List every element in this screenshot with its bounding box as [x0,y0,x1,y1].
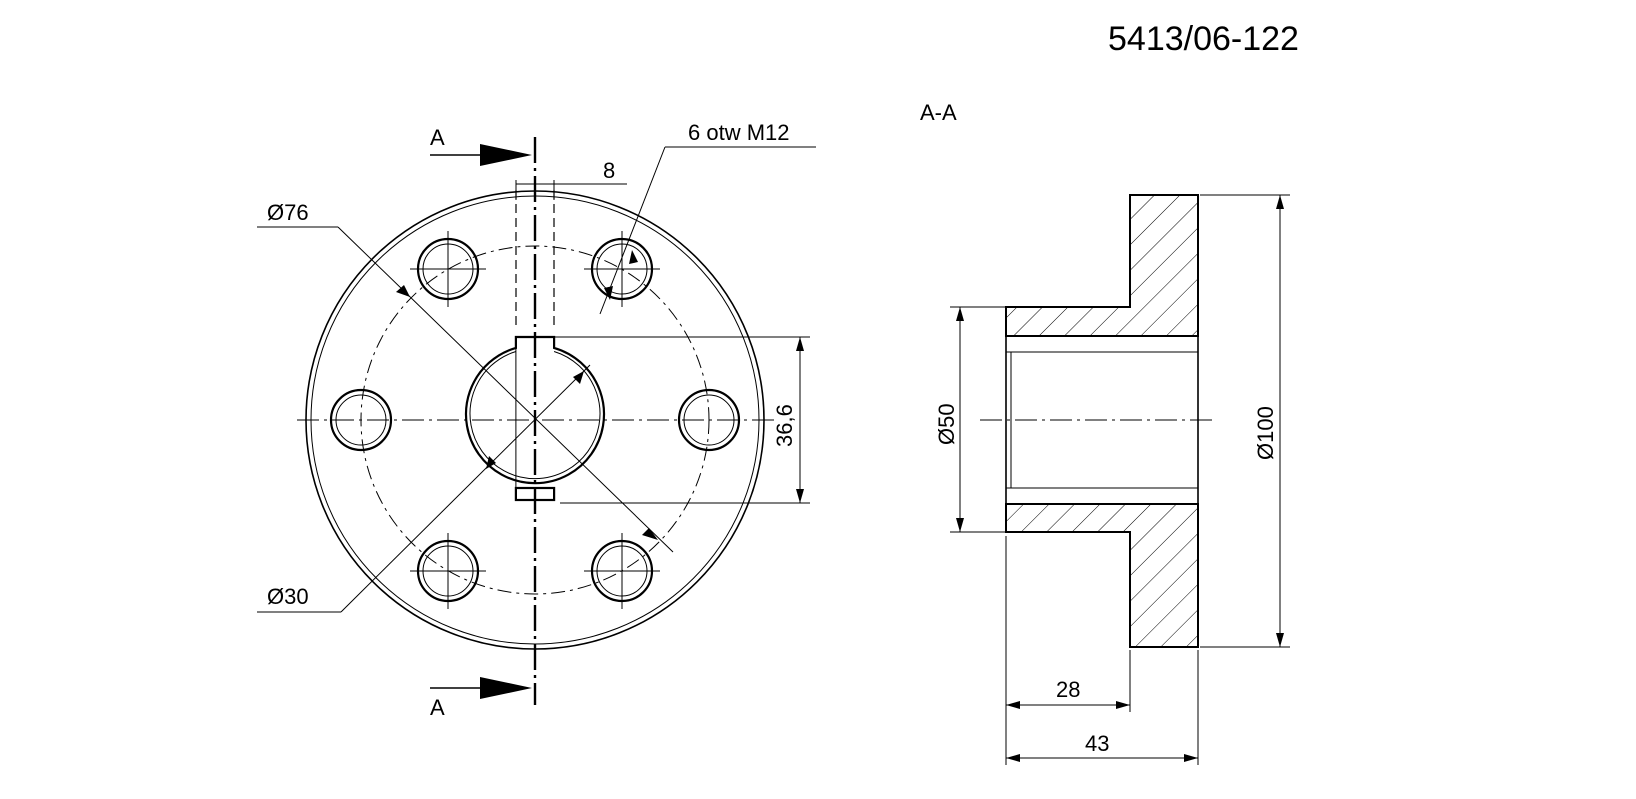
bolt-hole [329,388,393,452]
dim-key-height: 36,6 [555,336,810,504]
dim-flange-dia: Ø100 [1200,194,1290,648]
bolt-holes [329,231,741,609]
bolt-hole [410,231,486,307]
section-view: Ø50 Ø100 28 43 [934,194,1290,765]
dim-hub-dia: Ø50 [934,306,1006,533]
bolt-hole [410,533,486,609]
svg-text:Ø76: Ø76 [267,200,309,225]
svg-text:28: 28 [1056,677,1080,702]
front-view: A A 8 36,6 Ø76 [257,120,816,720]
svg-text:Ø50: Ø50 [934,403,959,445]
bolt-hole [584,231,660,307]
dim-key-width: 8 [515,158,627,200]
dim-bore: Ø30 [257,364,591,613]
bolt-hole [584,533,660,609]
bolt-hole [677,388,741,452]
svg-text:36,6: 36,6 [772,404,797,447]
cut-marker-top: A [430,125,445,150]
svg-text:43: 43 [1085,731,1109,756]
section-upper [1005,194,1199,337]
section-label: A-A [920,100,957,125]
svg-text:Ø30: Ø30 [267,584,309,609]
dim-pcd: Ø76 [257,200,674,553]
dim-total-length: 43 [1006,650,1199,765]
cut-marker-bottom: A [430,695,445,720]
dim-hub-length: 28 [1005,536,1131,765]
svg-text:Ø100: Ø100 [1253,406,1278,460]
svg-text:8: 8 [603,158,615,183]
bore-with-keyway [464,335,606,485]
svg-text:6 otw M12: 6 otw M12 [688,120,790,145]
section-lower [1005,503,1199,648]
holes-note: 6 otw M12 [599,120,816,315]
drawing-number: 5413/06-122 [1108,20,1299,58]
